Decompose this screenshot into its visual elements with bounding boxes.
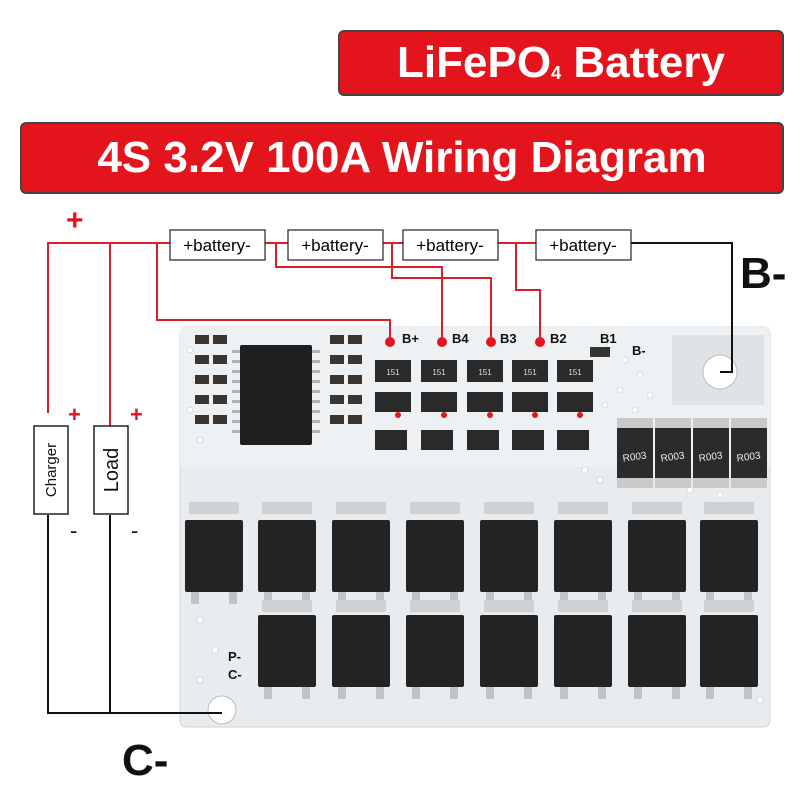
mosfet xyxy=(332,502,390,604)
pad-b4: B4 xyxy=(452,331,469,346)
wire-charger-minus xyxy=(47,515,222,714)
wire-charger-plus xyxy=(47,242,172,413)
mosfet-array xyxy=(185,502,758,699)
pad-b-plus: B+ xyxy=(402,331,419,346)
mosfet xyxy=(554,502,612,604)
board-b-minus-label: B- xyxy=(632,343,646,358)
resistor-mark: R003 xyxy=(622,450,648,464)
wire-balance-b-plus xyxy=(156,243,391,342)
title-main: LiFePO xyxy=(397,38,552,87)
mosfet xyxy=(628,600,686,699)
battery-cell xyxy=(169,229,266,261)
shunt-resistor xyxy=(693,418,729,488)
title-subscript: 4 xyxy=(551,62,562,83)
load-label: Load xyxy=(101,448,123,493)
mosfet xyxy=(185,502,243,604)
mosfet xyxy=(332,600,390,699)
battery-cell xyxy=(287,229,384,261)
chip-mark: 151 xyxy=(523,368,537,377)
mosfet xyxy=(406,502,464,604)
balance-chip xyxy=(467,360,503,382)
chip-mark: 151 xyxy=(386,368,400,377)
battery-cell xyxy=(402,229,499,261)
balance-chip xyxy=(512,360,548,382)
battery-cells: +battery- +battery- +battery- +battery- xyxy=(169,229,632,261)
smd-components-left xyxy=(195,335,362,424)
charger-label: Charger xyxy=(43,443,60,497)
shunt-resistor xyxy=(731,418,767,488)
pad-labels: B+ B4 B3 B2 B1 B- P- C- xyxy=(228,331,646,682)
battery-label: +battery- xyxy=(549,236,617,255)
mosfet xyxy=(258,600,316,699)
wire-balance-b4 xyxy=(275,243,443,342)
shunt-resistor xyxy=(617,418,653,488)
pad-b1: B1 xyxy=(600,331,617,346)
wire-balance-b3 xyxy=(391,243,492,342)
subtitle: 4S 3.2V 100A Wiring Diagram xyxy=(97,133,707,182)
main-plus-sign: + xyxy=(66,204,84,237)
load-plus-sign: + xyxy=(130,402,143,427)
ic-pins xyxy=(232,350,320,433)
c-minus-label: C- xyxy=(122,736,168,785)
mosfet xyxy=(480,502,538,604)
shunt-resistor xyxy=(655,418,691,488)
charger-plus-sign: + xyxy=(68,402,81,427)
battery-label: +battery- xyxy=(183,236,251,255)
board-p-minus-label: P- xyxy=(228,649,241,664)
bms-board: 151 151 151 151 151 B+ B4 B3 B2 B1 B- P-… xyxy=(179,326,771,728)
b-minus-label: B- xyxy=(740,249,786,298)
load-box xyxy=(93,425,129,515)
ic-chip xyxy=(240,345,312,445)
balance-chip xyxy=(375,360,411,382)
title-banner-wiring: 4S 3.2V 100A Wiring Diagram xyxy=(20,122,784,194)
title-rest: Battery xyxy=(561,38,725,87)
mosfet xyxy=(480,600,538,699)
battery-cell xyxy=(535,229,632,261)
chip-mark: 151 xyxy=(568,368,582,377)
mosfet xyxy=(628,502,686,604)
b1-component xyxy=(590,347,610,357)
mosfet xyxy=(258,502,316,604)
charger-minus-sign: - xyxy=(70,518,77,543)
mosfet xyxy=(700,600,758,699)
battery-label: +battery- xyxy=(416,236,484,255)
balance-chips: 151 151 151 151 151 xyxy=(375,360,593,450)
resistor-mark: R003 xyxy=(698,450,724,464)
pad-b3: B3 xyxy=(500,331,517,346)
wire-b-minus xyxy=(630,242,733,373)
pad-b2: B2 xyxy=(550,331,567,346)
shunt-resistors: R003 R003 R003 R003 xyxy=(617,418,767,488)
wire-balance-b2 xyxy=(515,243,541,342)
board-c-minus-label: C- xyxy=(228,667,242,682)
chip-mark: 151 xyxy=(432,368,446,377)
wires xyxy=(47,242,733,714)
battery-label: +battery- xyxy=(301,236,369,255)
balance-chip xyxy=(421,360,457,382)
balance-chip xyxy=(557,360,593,382)
charger-box xyxy=(33,425,69,515)
mosfet xyxy=(700,502,758,604)
chip-mark: 151 xyxy=(478,368,492,377)
resistor-mark: R003 xyxy=(736,450,762,464)
mosfet xyxy=(554,600,612,699)
load-minus-sign: - xyxy=(131,518,138,543)
c-minus-hole xyxy=(207,695,237,725)
resistor-mark: R003 xyxy=(660,450,686,464)
mosfet xyxy=(406,600,464,699)
